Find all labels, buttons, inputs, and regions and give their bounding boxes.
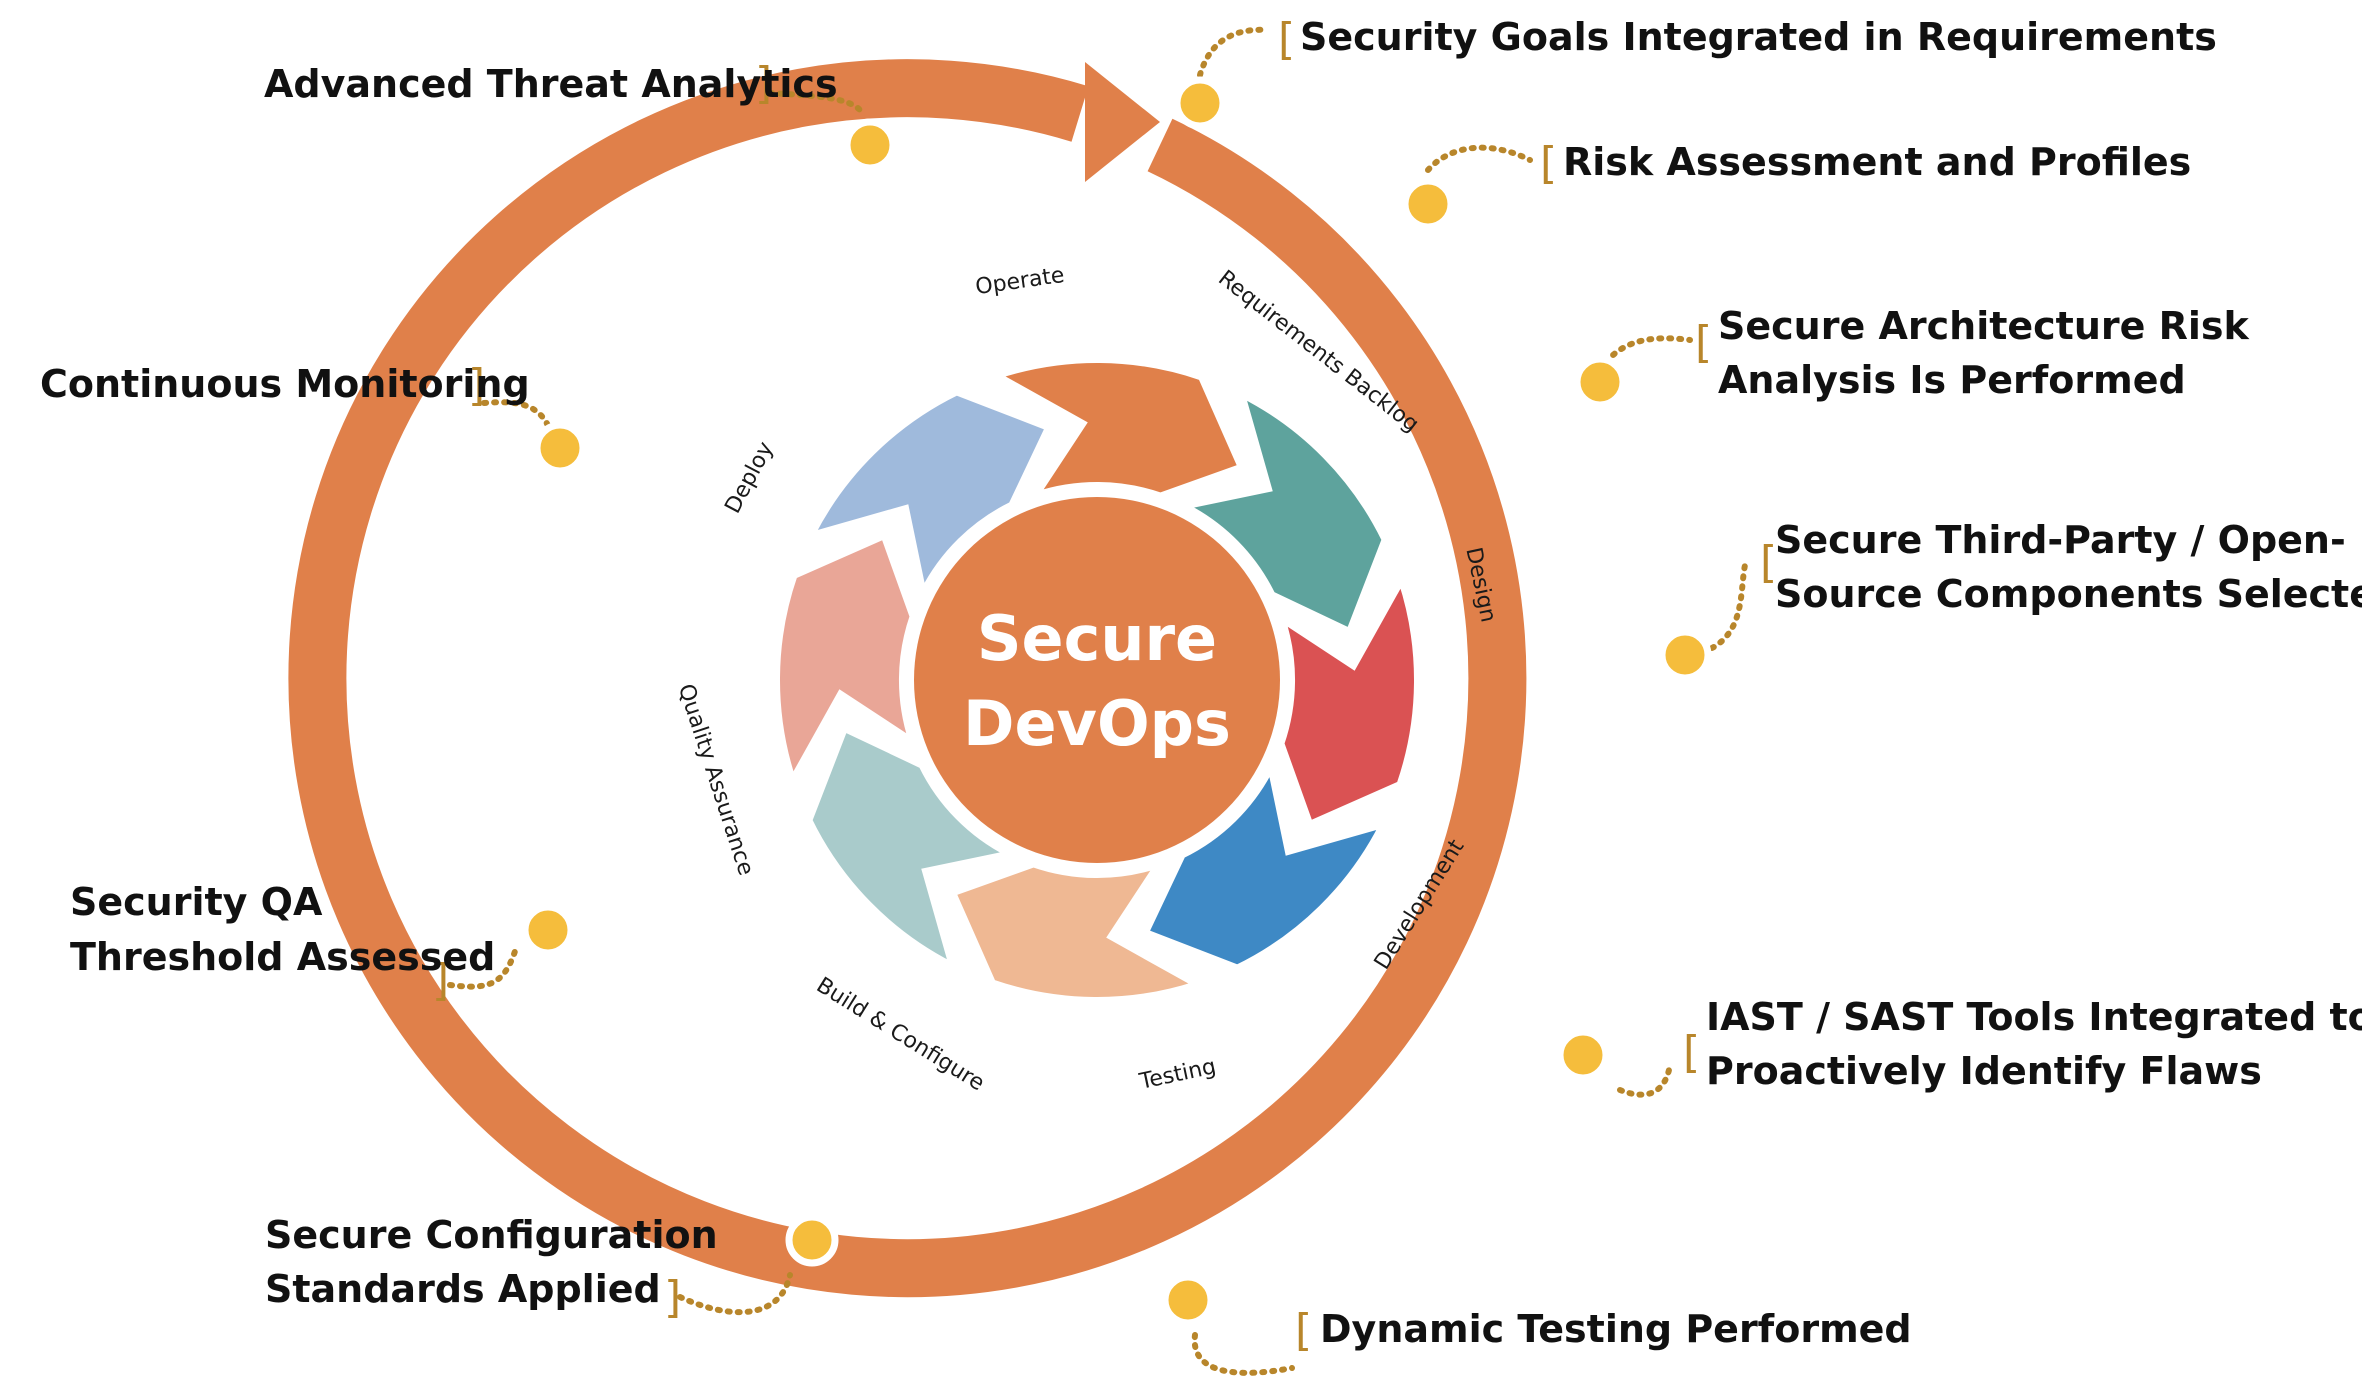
leader-security-qa	[447, 942, 520, 990]
callout-security-goals: Security Goals Integrated in Requirement…	[1300, 15, 2217, 59]
leader-risk-assessment	[1425, 144, 1533, 173]
milestone-dot-dynamic-testing	[1161, 1273, 1215, 1327]
callout-secure-config-line2: Standards Applied	[265, 1267, 661, 1311]
leader-secure-config	[677, 1272, 793, 1316]
outer-cycle-ring	[288, 59, 1527, 1298]
callout-third-party-line1: Secure Third-Party / Open-	[1775, 518, 2346, 562]
callout-labels: Advanced Threat Analytics Security Goals…	[40, 15, 2362, 1351]
milestone-dot-secure-arch	[1573, 355, 1627, 409]
phase-arrow-build-configure	[806, 724, 1018, 971]
callout-iast-line1: IAST / SAST Tools Integrated to	[1706, 995, 2362, 1039]
milestone-dot-secure-config	[785, 1213, 839, 1267]
phase-arrows	[774, 357, 1420, 1003]
leader-third-party	[1709, 562, 1748, 651]
milestone-dot-continuous-monitoring	[533, 421, 587, 475]
callout-brackets: ] [ [ [ [ ] ] [ ] [	[432, 14, 1777, 1356]
phase-label-build-configure: Build & Configure	[812, 973, 989, 1096]
phase-arrow-testing	[949, 860, 1204, 1003]
bracket-security-qa: ]	[432, 955, 449, 1006]
milestone-dot-advanced-threat	[843, 118, 897, 172]
bracket-dynamic-testing: [	[1295, 1305, 1312, 1356]
phase-label-quality-assurance: Quality Assurance	[673, 681, 758, 879]
bracket-third-party: [	[1760, 537, 1777, 588]
bracket-risk-assessment: [	[1540, 138, 1557, 189]
milestone-dot-security-qa	[521, 903, 575, 957]
phase-arrow-development	[1141, 759, 1388, 971]
bracket-advanced-threat: ]	[755, 58, 772, 109]
milestone-dot-risk-assessment	[1401, 177, 1455, 231]
center-title-line2: DevOps	[963, 687, 1231, 760]
bracket-iast: [	[1683, 1027, 1700, 1078]
phase-label-operate: Operate	[974, 263, 1066, 300]
milestone-dot-third-party	[1658, 628, 1712, 682]
callout-security-qa-line2: Threshold Assessed	[70, 935, 495, 979]
leader-security-goals	[1197, 26, 1271, 78]
phase-arrow-quality-assurance	[774, 532, 917, 787]
callout-continuous-monitoring: Continuous Monitoring	[40, 362, 530, 406]
phase-arrow-design	[1277, 573, 1420, 828]
phase-arrow-requirements-backlog	[1176, 389, 1388, 636]
callout-dynamic-testing: Dynamic Testing Performed	[1320, 1307, 1912, 1351]
phase-label-deploy: Deploy	[720, 438, 778, 518]
callout-risk-assessment: Risk Assessment and Profiles	[1563, 140, 2191, 184]
callout-security-qa-line1: Security QA	[70, 880, 323, 924]
center-circle	[914, 497, 1280, 863]
bracket-secure-arch: [	[1695, 317, 1712, 368]
center-hub: Secure DevOps	[914, 497, 1280, 863]
callout-third-party-line2: Source Components Selected	[1775, 572, 2362, 616]
bracket-security-goals: [	[1278, 14, 1295, 65]
bracket-secure-config: ]	[664, 1272, 681, 1323]
callout-advanced-threat-analytics: Advanced Threat Analytics	[264, 62, 838, 106]
phase-arrow-operate	[990, 357, 1245, 500]
callout-iast-line2: Proactively Identify Flaws	[1706, 1049, 2262, 1093]
ring-arrowhead-icon	[1085, 62, 1160, 182]
milestone-dots	[521, 76, 1712, 1327]
leader-iast	[1617, 1062, 1673, 1098]
callout-secure-config-line1: Secure Configuration	[265, 1213, 718, 1257]
leader-dynamic-testing	[1191, 1332, 1295, 1376]
milestone-dot-security-goals	[1173, 76, 1227, 130]
milestone-dot-iast	[1556, 1028, 1610, 1082]
callout-secure-architecture-line2: Analysis Is Performed	[1718, 358, 2186, 402]
bracket-continuous-monitoring: ]	[468, 360, 485, 411]
leader-continuous-monitoring	[481, 399, 553, 433]
callout-secure-architecture-line1: Secure Architecture Risk	[1718, 304, 2250, 348]
leader-advanced-threat	[767, 90, 863, 113]
center-title-line1: Secure	[977, 602, 1217, 675]
phase-label-testing: Testing	[1136, 1054, 1218, 1095]
phase-arrow-deploy	[806, 389, 1053, 601]
